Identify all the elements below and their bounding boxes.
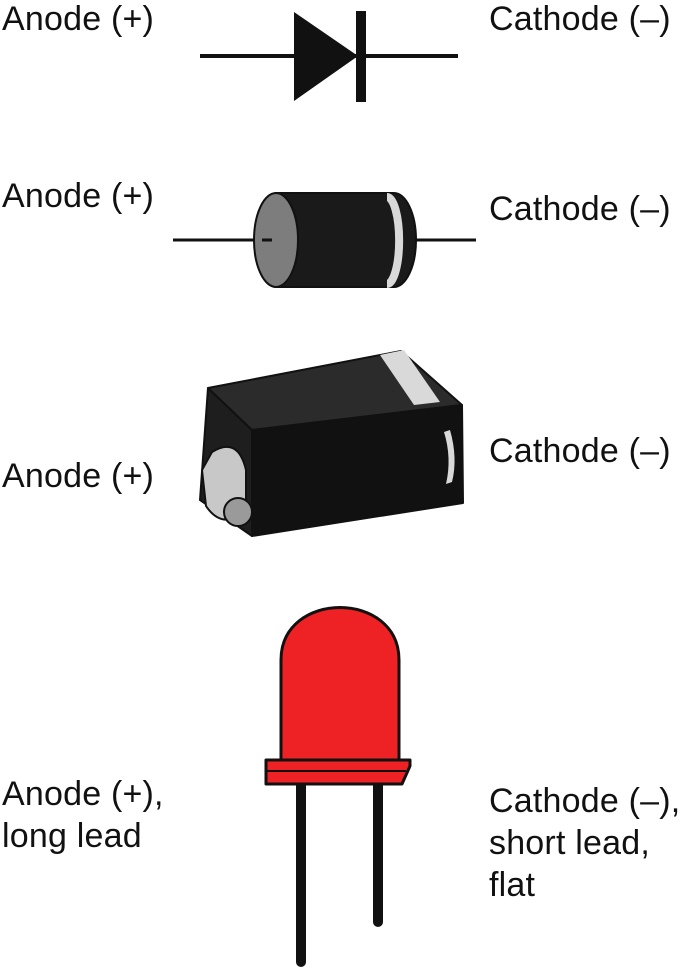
symbol-anode-label: Anode (+) <box>2 0 155 38</box>
symbol-triangle <box>294 12 358 101</box>
smd-front-face <box>251 404 464 537</box>
led-anode-label-line1: Anode (+), <box>2 775 164 813</box>
symbol-cathode-bar <box>356 11 366 102</box>
symbol-cathode-label: Cathode (–) <box>489 0 671 38</box>
smd-anode-contact-curl <box>223 497 253 527</box>
smd-cathode-band <box>380 350 440 405</box>
smd-diode-icon <box>199 350 464 537</box>
led-icon <box>264 606 412 967</box>
led-dome <box>279 606 401 764</box>
led-cathode-label-line3: flat <box>489 866 536 904</box>
led-cathode-label-line2: short lead, <box>489 824 650 862</box>
axial-cathode-label: Cathode (–) <box>489 190 671 228</box>
axial-cathode-band <box>386 193 404 288</box>
smd-cathode-contact <box>444 430 455 484</box>
axial-anode-label: Anode (+) <box>2 177 155 215</box>
led-cathode-label-line1: Cathode (–), <box>489 782 681 820</box>
diode-symbol-icon <box>200 11 458 102</box>
smd-anode-label: Anode (+) <box>2 457 155 495</box>
axial-diode-icon <box>173 192 476 288</box>
axial-body <box>275 192 417 288</box>
led-anode-label-line2: long lead <box>2 817 142 855</box>
axial-end-cap <box>253 192 299 288</box>
smd-cathode-label: Cathode (–) <box>489 432 671 470</box>
led-anode-label: Anode (+), long lead <box>2 773 164 857</box>
led-cathode-label: Cathode (–), short lead, flat <box>489 780 680 906</box>
